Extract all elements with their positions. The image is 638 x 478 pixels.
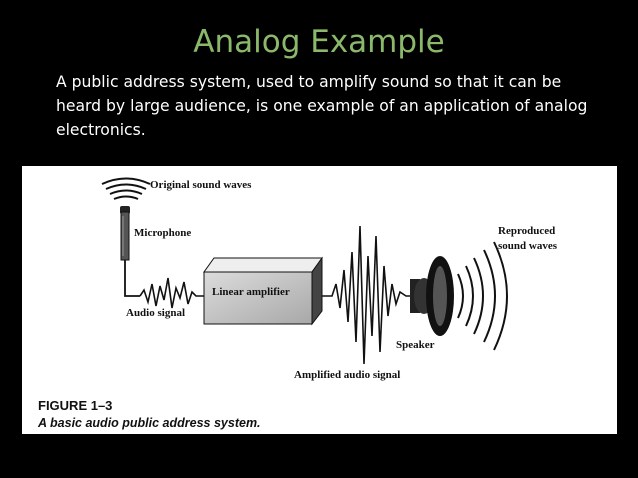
amplified-audio-signal-waveform — [322, 225, 414, 365]
reproduced-sound-waves-icon — [457, 241, 508, 351]
microphone-cable — [124, 260, 140, 297]
slide-title: Analog Example — [193, 24, 445, 60]
label-microphone: Microphone — [134, 227, 191, 239]
figure-number: FIGURE 1–3 — [38, 398, 112, 413]
slide-body-text: A public address system, used to amplify… — [56, 73, 588, 139]
speaker-icon — [410, 256, 454, 336]
label-linear-amplifier: Linear amplifier — [212, 286, 290, 298]
label-sound-waves: sound waves — [498, 240, 558, 252]
audio-signal-waveform — [139, 277, 204, 309]
pa-system-diagram: Original sound waves Microphone Audio si… — [37, 177, 558, 430]
label-reproduced: Reproduced — [498, 225, 555, 237]
linear-amplifier-box — [203, 256, 323, 326]
figure-caption: A basic audio public address system. — [37, 416, 261, 430]
label-audio-signal: Audio signal — [126, 307, 185, 319]
microphone-icon — [120, 206, 130, 261]
figure-panel: Original sound waves Microphone Audio si… — [22, 166, 617, 434]
original-sound-waves-icon — [101, 177, 151, 200]
label-amplified-audio-signal: Amplified audio signal — [294, 369, 400, 381]
label-speaker: Speaker — [396, 339, 435, 351]
label-original-sound-waves: Original sound waves — [150, 179, 252, 191]
